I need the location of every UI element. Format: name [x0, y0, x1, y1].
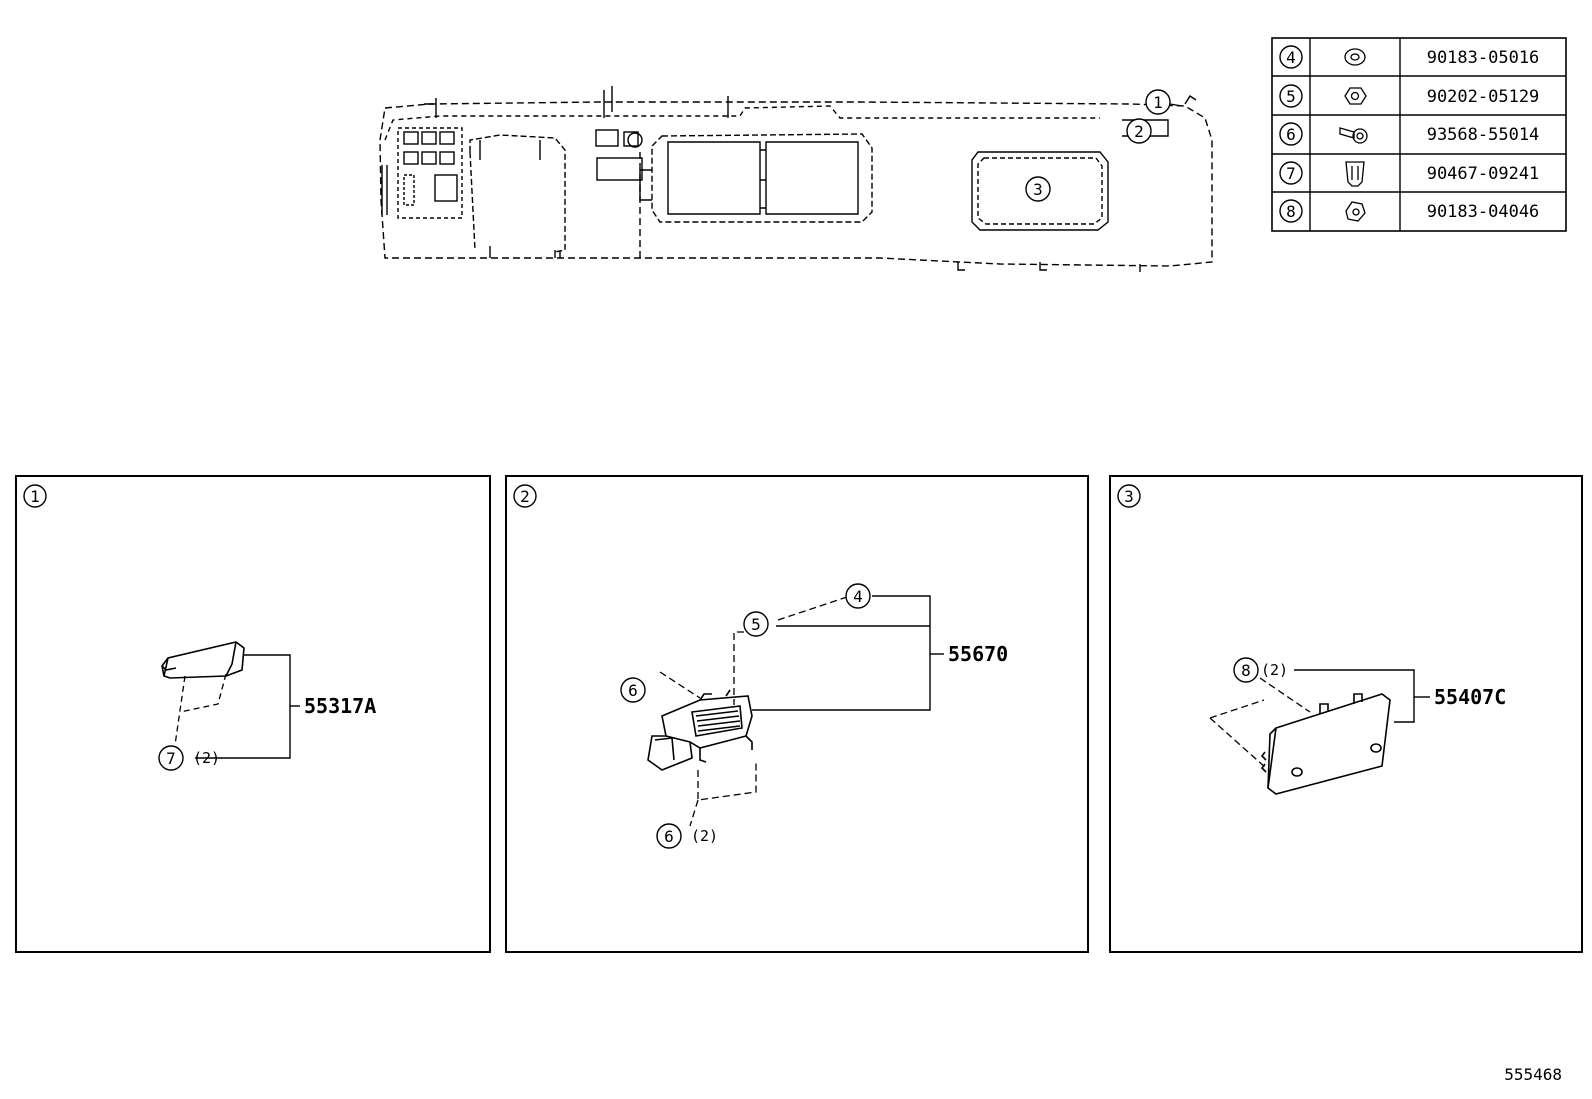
legend-row-7: 7 90467-09241	[1279, 161, 1540, 187]
document-id: 555468	[1504, 1065, 1562, 1084]
overview-callout-2-label: 2	[1134, 122, 1144, 141]
part-number-55670: 55670	[948, 642, 1008, 666]
fastener-qty: (2)	[691, 827, 718, 845]
fastener-legend-table: 4 90183-05016 5 90202-05129 6 93568-5501…	[1271, 37, 1567, 232]
legend-part-number: 90202-05129	[1427, 87, 1540, 107]
legend-row-6: 6 93568-55014	[1279, 122, 1540, 146]
fastener-qty: (2)	[1261, 661, 1288, 679]
screw-icon	[1339, 127, 1368, 144]
overview-callout-1-label: 1	[1153, 93, 1163, 112]
legend-part-number: 93568-55014	[1427, 125, 1540, 145]
overview-callout-3-label: 3	[1033, 180, 1043, 199]
ref-4: 4	[853, 587, 863, 606]
trim-cover-part	[161, 641, 245, 679]
overview-callout-3: 3	[1025, 176, 1051, 202]
glove-box-door-part	[1260, 693, 1391, 795]
detail-panel-2-label: 2	[520, 487, 530, 506]
overview-callout-2: 2	[1126, 118, 1152, 144]
legend-row-8: 8 90183-04046	[1279, 199, 1540, 223]
legend-ref: 8	[1286, 202, 1296, 221]
instrument-panel-overview	[379, 86, 1213, 272]
legend-ref: 4	[1286, 48, 1296, 67]
legend-part-number: 90183-04046	[1427, 202, 1540, 222]
ref-6-upper: 6	[628, 681, 638, 700]
legend-ref: 5	[1286, 87, 1296, 106]
legend-ref: 6	[1286, 125, 1296, 144]
legend-row-5: 5 90202-05129	[1279, 84, 1540, 108]
detail-panel-2: 2 55670 4 5 6 6 (2)	[505, 475, 1089, 953]
overview-callouts: 1 2 3	[1025, 89, 1183, 202]
ref-5: 5	[751, 615, 761, 634]
part-number-55407C: 55407C	[1434, 685, 1506, 709]
fastener-ref-7: 7	[166, 749, 176, 768]
air-vent-assembly	[647, 689, 753, 771]
part-number-55317A: 55317A	[304, 694, 376, 718]
legend-part-number: 90467-09241	[1427, 164, 1540, 184]
legend-part-number: 90183-05016	[1427, 48, 1540, 68]
nut-icon	[1344, 87, 1367, 105]
clip-icon	[1345, 161, 1365, 187]
fastener-qty: (2)	[193, 749, 220, 767]
overview-callout-1: 1	[1145, 89, 1183, 115]
detail-panel-1: 1 55317A 7 (2)	[15, 475, 491, 953]
fastener-ref-8: 8	[1241, 661, 1251, 680]
ref-6-lower: 6	[664, 827, 674, 846]
detail-panel-1-label: 1	[30, 487, 40, 506]
legend-ref: 7	[1286, 164, 1296, 183]
washer-icon	[1344, 48, 1366, 66]
detail-panel-3-label: 3	[1124, 487, 1134, 506]
retainer-icon	[1345, 201, 1366, 222]
legend-row-4: 4 90183-05016	[1279, 45, 1540, 69]
detail-panel-3: 3 55407C 8 (2)	[1109, 475, 1583, 953]
